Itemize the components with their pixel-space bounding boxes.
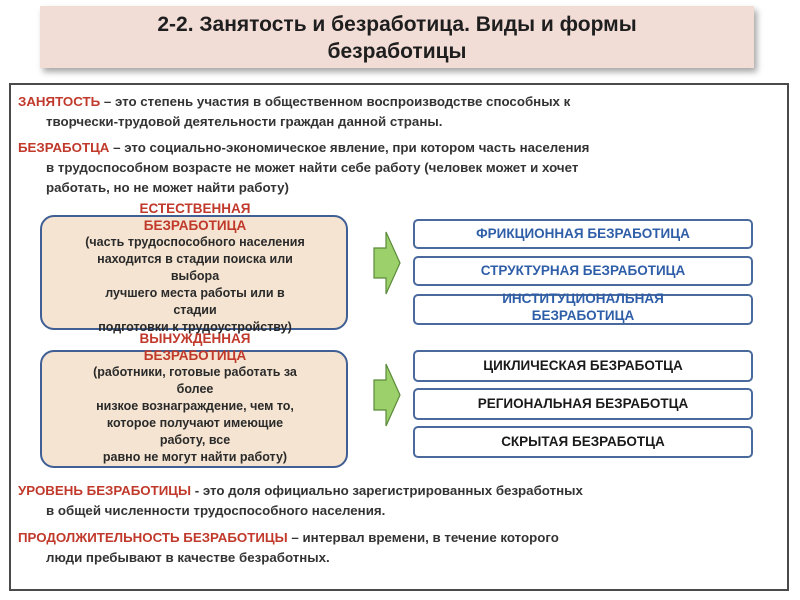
institutional-unemployment-label-2: БЕЗРАБОТИЦА <box>531 308 635 323</box>
natural-line: (часть трудоспособного населения <box>85 235 305 249</box>
forced-unemployment-text: ВЫНУЖДЕННАЯ БЕЗРАБОТИЦА (работники, гото… <box>36 330 354 466</box>
arrow-right-icon <box>373 363 401 427</box>
regional-unemployment-box: РЕГИОНАЛЬНАЯ БЕЗРАБОТЦА <box>413 388 753 420</box>
unemployment-rate-text: - это доля официально зарегистрированных… <box>191 483 583 498</box>
unemployment-term: БЕЗРАБОТЦА <box>18 140 110 155</box>
slide-title-line1: 2-2. Занятость и безработица. Виды и фор… <box>157 13 637 36</box>
frictional-unemployment-label: ФРИКЦИОННАЯ БЕЗРАБОТИЦА <box>476 226 690 241</box>
institutional-unemployment-box: ИНСТИТУЦИОНАЛЬНАЯ БЕЗРАБОТИЦА <box>413 291 753 325</box>
slide-title: 2-2. Занятость и безработица. Виды и фор… <box>40 6 754 68</box>
unemployment-duration-text: – интервал времени, в течение которого <box>287 530 559 545</box>
natural-unemployment-box <box>40 215 348 330</box>
regional-unemployment-label: РЕГИОНАЛЬНАЯ БЕЗРАБОТЦА <box>477 396 689 411</box>
forced-line: равно не могут найти работу) <box>102 450 288 464</box>
natural-heading-1: ЕСТЕСТВЕННАЯ <box>139 201 251 216</box>
forced-line: которое получают имеющие <box>106 416 284 430</box>
content-frame <box>9 83 789 591</box>
unemployment-rate-text-2: в общей численности трудоспособного насе… <box>46 503 386 518</box>
unemployment-duration-term: ПРОДОЛЖИТЕЛЬНОСТЬ БЕЗРАБОТИЦЫ <box>18 530 288 545</box>
natural-line: выбора <box>170 269 220 283</box>
unemployment-duration-definition: ПРОДОЛЖИТЕЛЬНОСТЬ БЕЗРАБОТИЦЫ – интервал… <box>18 528 778 568</box>
employment-definition: ЗАНЯТОСТЬ – это степень участия в общест… <box>18 92 778 132</box>
unemployment-rate-term: УРОВЕНЬ БЕЗРАБОТИЦЫ <box>18 483 192 498</box>
unemployment-rate-definition: УРОВЕНЬ БЕЗРАБОТИЦЫ - это доля официальн… <box>18 481 778 521</box>
arrow-right-icon <box>373 231 401 295</box>
forced-line: низкое вознаграждение, чем то, <box>96 399 294 413</box>
unemployment-text-2: в трудоспособном возрасте не может найти… <box>46 160 579 175</box>
forced-unemployment-box <box>40 350 348 468</box>
natural-line: стадии <box>173 303 217 317</box>
employment-text: – это степень участия в общественном вос… <box>100 94 571 109</box>
cyclical-unemployment-label: ЦИКЛИЧЕСКАЯ БЕЗРАБОТЦА <box>483 358 683 373</box>
institutional-unemployment-label-1: ИНСТИТУЦИОНАЛЬНАЯ <box>502 291 664 306</box>
unemployment-text-3: работать, но не может найти работу) <box>46 180 289 195</box>
natural-line: подготовки к трудоустройству) <box>98 320 292 334</box>
forced-heading-2: БЕЗРАБОТИЦА <box>143 348 247 363</box>
unemployment-text: – это социально-экономическое явление, п… <box>109 140 590 155</box>
forced-line: работу, все <box>159 433 231 447</box>
natural-line: находится в стадии поиска или <box>97 252 293 266</box>
unemployment-definition: БЕЗРАБОТЦА – это социально-экономическое… <box>18 138 778 198</box>
forced-heading-1: ВЫНУЖДЕННАЯ <box>139 331 251 346</box>
hidden-unemployment-label: СКРЫТАЯ БЕЗРАБОТЦА <box>501 434 665 449</box>
structural-unemployment-box: СТРУКТУРНАЯ БЕЗРАБОТИЦА <box>413 256 753 286</box>
hidden-unemployment-box: СКРЫТАЯ БЕЗРАБОТЦА <box>413 426 753 458</box>
employment-term: ЗАНЯТОСТЬ <box>18 94 101 109</box>
forced-line: более <box>176 382 214 396</box>
slide-title-line2: безработицы <box>327 40 467 63</box>
cyclical-unemployment-box: ЦИКЛИЧЕСКАЯ БЕЗРАБОТЦА <box>413 350 753 382</box>
natural-heading-2: БЕЗРАБОТИЦА <box>143 218 247 233</box>
unemployment-duration-text-2: люди пребывают в качестве безработных. <box>46 550 330 565</box>
frictional-unemployment-box: ФРИКЦИОННАЯ БЕЗРАБОТИЦА <box>413 219 753 249</box>
natural-unemployment-text: ЕСТЕСТВЕННАЯ БЕЗРАБОТИЦА (часть трудоспо… <box>36 200 354 336</box>
employment-text-2: творчески-трудовой деятельности граждан … <box>46 114 443 129</box>
structural-unemployment-label: СТРУКТУРНАЯ БЕЗРАБОТИЦА <box>480 263 686 278</box>
natural-line: лучшего места работы или в <box>105 286 285 300</box>
forced-line: (работники, готовые работать за <box>93 365 297 379</box>
